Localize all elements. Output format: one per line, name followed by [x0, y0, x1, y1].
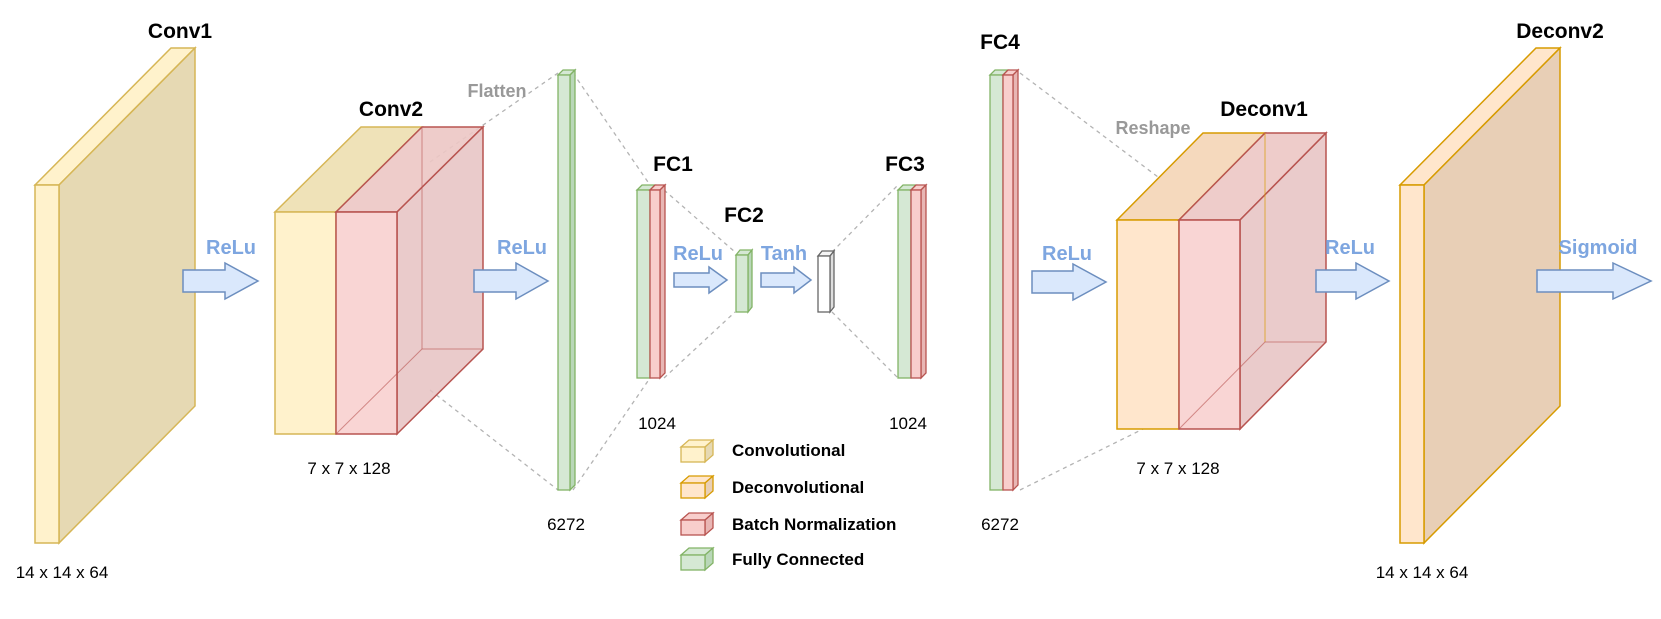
legend-swatch-fully-connected: [679, 546, 715, 572]
activation-label-3: ReLu: [673, 243, 723, 265]
title-fc3: FC3: [885, 153, 925, 176]
arrow-relu-2: [473, 261, 550, 301]
title-deconv2: Deconv2: [1516, 20, 1604, 43]
deconv2-block: [1398, 46, 1562, 545]
deconv1-block: [1115, 131, 1328, 431]
fc2-bar: [734, 248, 754, 314]
activation-label-1: ReLu: [206, 237, 256, 259]
dim-fc1: 1024: [638, 414, 676, 433]
activation-arrows: [182, 261, 1653, 302]
legend-swatch-deconvolutional: [679, 474, 715, 500]
title-fc1: FC1: [653, 153, 693, 176]
title-deconv1: Deconv1: [1220, 98, 1308, 121]
arrow-relu-4: [1031, 262, 1108, 302]
arrow-tanh: [760, 265, 813, 295]
note-reshape: Reshape: [1115, 118, 1190, 138]
dim-fc3: 1024: [889, 414, 927, 433]
arrow-relu-3: [673, 265, 729, 295]
title-fc4: FC4: [980, 31, 1020, 54]
activation-label-2: ReLu: [497, 237, 547, 259]
dim-deconv1: 7 x 7 x 128: [1136, 459, 1219, 478]
code-bar: [816, 249, 836, 314]
dim-flatten: 6272: [547, 515, 585, 534]
fc1-bar: [635, 183, 667, 380]
title-fc2: FC2: [724, 204, 764, 227]
conv1-block: [33, 46, 197, 545]
activation-label-5: ReLu: [1042, 243, 1092, 265]
legend-label-batch-norm: Batch Normalization: [732, 515, 896, 534]
activation-label-6: ReLu: [1325, 237, 1375, 259]
legend-label-fully-connected: Fully Connected: [732, 550, 864, 569]
legend-swatch-batch-norm: [679, 511, 715, 537]
note-flatten: Flatten: [467, 81, 526, 101]
legend-label-convolutional: Convolutional: [732, 441, 845, 460]
activation-label-7: Sigmoid: [1559, 237, 1638, 259]
conv2-block: [273, 125, 485, 436]
legend: Convolutional Deconvolutional Batch Norm…: [679, 438, 896, 572]
fc4-bar: [988, 68, 1020, 492]
dim-conv1: 14 x 14 x 64: [16, 563, 109, 582]
flatten-bar: [556, 68, 577, 492]
arrow-sigmoid: [1536, 261, 1653, 301]
dim-conv2: 7 x 7 x 128: [307, 459, 390, 478]
activation-label-4: Tanh: [761, 243, 807, 265]
legend-swatch-convolutional: [679, 438, 715, 464]
arrow-relu-5: [1315, 261, 1391, 301]
title-conv1: Conv1: [148, 20, 213, 43]
dim-deconv2: 14 x 14 x 64: [1376, 563, 1469, 582]
title-conv2: Conv2: [359, 98, 423, 121]
dim-fc4: 6272: [981, 515, 1019, 534]
arrow-relu-1: [182, 261, 260, 301]
legend-label-deconvolutional: Deconvolutional: [732, 478, 864, 497]
fc3-bar: [896, 183, 928, 380]
